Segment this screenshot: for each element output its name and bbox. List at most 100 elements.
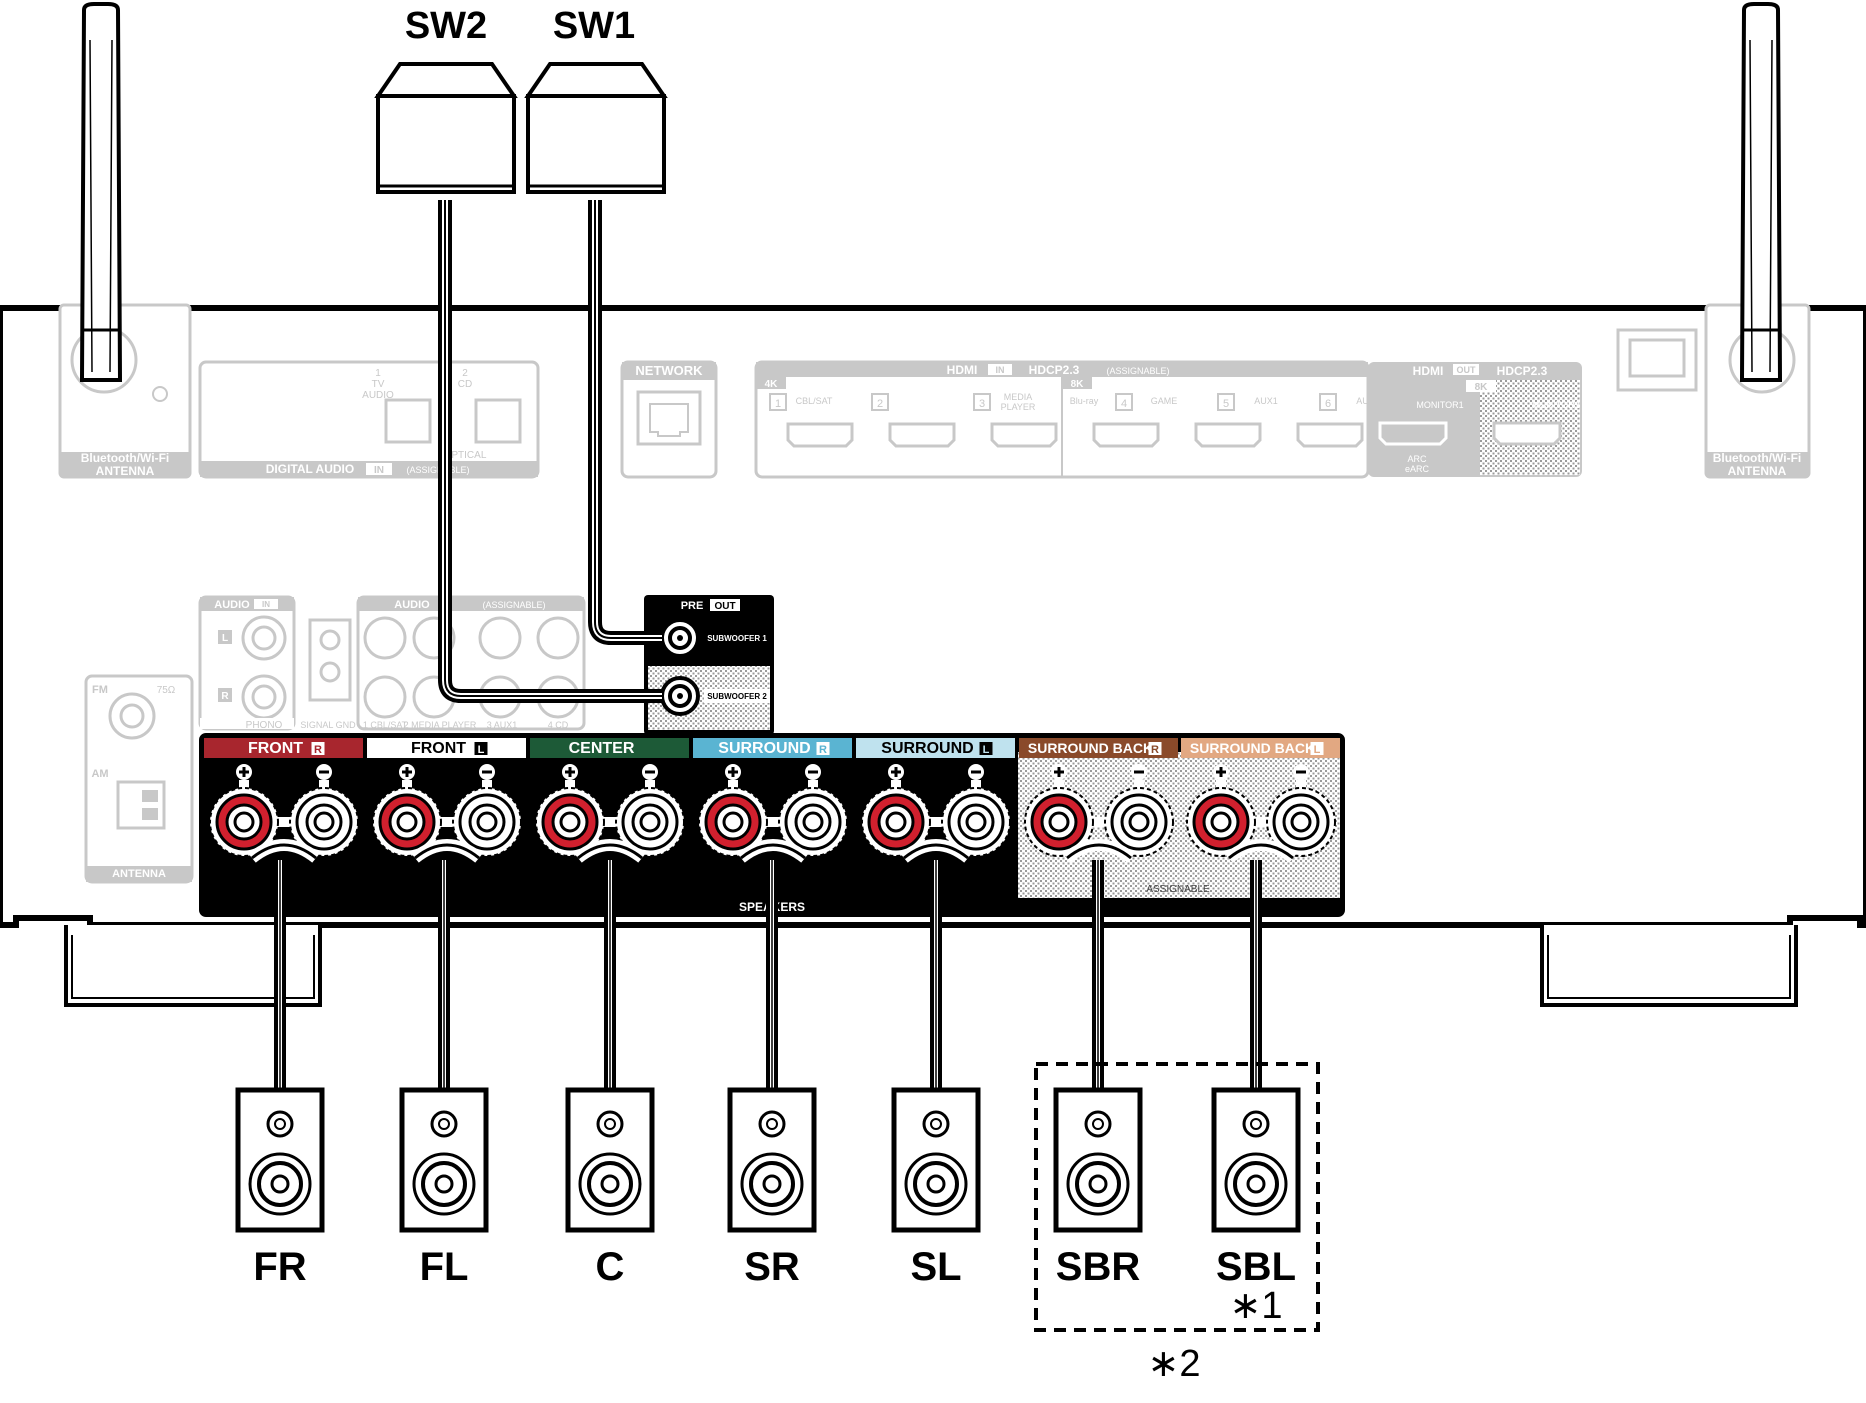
hdmi-out-monitor1: MONITOR1: [1416, 400, 1463, 410]
hdmi-in-port-num: 2: [877, 398, 883, 410]
hdmi-in-port: 1 CBL/SAT: [769, 393, 833, 411]
hdmi-out-panel: HDMI OUT HDCP2.3 8K MONITOR1 MONITOR2 AR…: [1368, 362, 1582, 477]
hdmi-in-port: 5 AUX1: [1217, 393, 1278, 411]
antenna-left: Bluetooth/Wi-Fi ANTENNA: [58, 2, 192, 479]
digital-audio-tv-label: TV: [372, 379, 385, 390]
subwoofer-sw1: SW1: [524, 5, 668, 194]
speaker-label-fl: FL: [420, 1245, 469, 1289]
hdmi-out-earc: eARC: [1405, 464, 1430, 474]
sw1-label: SW1: [553, 5, 635, 47]
hdmi-in-port-num: 3: [979, 398, 985, 410]
terminal-side: L: [1314, 744, 1321, 756]
terminal-label: SURROUND: [881, 740, 973, 757]
hdmi-out-monitor2: MONITOR2: [1532, 400, 1579, 410]
hdmi-in-connector: [1296, 422, 1364, 448]
subwoofer-cables: [438, 200, 662, 703]
speaker-cables: [274, 860, 1262, 1090]
hdmi-in-port-label: Blu-ray: [1070, 396, 1099, 406]
network-label: NETWORK: [635, 363, 703, 378]
terminal-center: CENTER: [530, 738, 689, 863]
audio-in-cblsat: 1 CBL/SAT: [363, 720, 408, 730]
hdmi-in-assignable: (ASSIGNABLE): [1106, 366, 1169, 376]
antenna-right-label-1: Bluetooth/Wi-Fi: [1713, 451, 1802, 465]
speaker-c: C: [565, 1087, 655, 1289]
pre-out-sub2: SUBWOOFER 2: [707, 692, 767, 701]
pre-out-out: OUT: [714, 601, 735, 612]
antenna-right: Bluetooth/Wi-Fi ANTENNA: [1616, 2, 1811, 479]
speaker-sr: SR: [727, 1087, 817, 1289]
hdmi-in-port-num: 4: [1121, 398, 1127, 410]
audio-in-r: R: [221, 691, 229, 702]
hdmi-in-port-label: PLAYER: [1001, 402, 1036, 412]
terminal-surround-l: SURROUND L: [856, 738, 1015, 863]
hdmi-in-hdcp: HDCP2.3: [1029, 363, 1080, 377]
note-1: ∗1: [1230, 1285, 1283, 1327]
audio-in-badge: IN: [262, 600, 270, 609]
network-port: NETWORK: [620, 360, 718, 479]
speaker-fr: FR: [235, 1087, 325, 1289]
hdmi-in-4k: 4K: [765, 379, 779, 390]
surround-back-group: [1034, 1062, 1320, 1332]
audio-in-aux1: 3 AUX1: [487, 720, 518, 730]
hdmi-out-badge: OUT: [1457, 365, 1477, 375]
speaker-sl: SL: [891, 1087, 981, 1289]
terminal-side: R: [314, 744, 322, 756]
subwoofer-sw2: SW2: [374, 5, 518, 194]
hdmi-in-port-label: MEDIA: [1004, 392, 1033, 402]
terminal-front-r: FRONT R: [204, 738, 363, 863]
hdmi-in-port: 2: [871, 393, 889, 411]
pre-out-panel: PRE OUT SUBWOOFER 1 SUBWOOFER 2: [644, 595, 774, 735]
hdmi-in-port-num: 1: [775, 398, 781, 410]
antenna-ohm: 75Ω: [157, 685, 176, 696]
audio-in-media-player: 2 MEDIA PLAYER: [404, 720, 477, 730]
antenna-right-label-2: ANTENNA: [1728, 464, 1787, 478]
digital-audio-tv-num: 1: [375, 368, 381, 379]
audio-in-signal-gnd: SIGNAL GND: [300, 720, 356, 730]
hdmi-in-title: HDMI: [947, 363, 978, 377]
digital-audio-panel: DIGITAL AUDIO IN (ASSIGNABLE) 1 TV AUDIO…: [198, 360, 540, 479]
hdmi-in-port-label: AUX1: [1254, 396, 1278, 406]
speaker-sbl: SBL: [1211, 1087, 1301, 1289]
digital-audio-in-badge: IN: [374, 465, 384, 476]
hdmi-in-connector: [888, 422, 956, 448]
audio-in-assignable: (ASSIGNABLE): [482, 600, 545, 610]
terminal-label: SURROUND BACK: [1190, 740, 1315, 756]
sw2-label: SW2: [405, 5, 487, 47]
antenna-fm: FM: [92, 684, 108, 696]
antenna-am: AM: [91, 768, 108, 780]
terminal-label: SURROUND BACK: [1028, 740, 1153, 756]
hdmi-in-port-label: GAME: [1151, 396, 1178, 406]
note-2: ∗2: [1148, 1343, 1201, 1385]
speaker-label-fr: FR: [253, 1245, 306, 1289]
terminal-side: L: [983, 744, 990, 756]
hdmi-in-port: Blu-ray: [1070, 396, 1099, 406]
audio-in-cd: 4 CD: [548, 720, 569, 730]
terminal-side: L: [478, 744, 485, 756]
terminal-label: FRONT: [248, 740, 303, 757]
speaker-label-sr: SR: [744, 1245, 800, 1289]
speaker-label-sbr: SBR: [1056, 1245, 1141, 1289]
speaker-sbr: SBR: [1053, 1087, 1143, 1289]
audio-in-l: L: [222, 633, 228, 644]
hdmi-in-connector: [1092, 422, 1160, 448]
hdmi-in-connector: [990, 422, 1058, 448]
audio-in-phono: PHONO: [246, 720, 283, 731]
hdmi-in-port-num: 6: [1325, 398, 1331, 410]
audio-in-label: AUDIO: [214, 599, 250, 611]
hdmi-in-8k: 8K: [1071, 379, 1085, 390]
hdmi-out-hdcp: HDCP2.3: [1497, 364, 1548, 378]
hdmi-in-port-num: 5: [1223, 398, 1229, 410]
terminal-side: R: [1151, 744, 1159, 756]
terminal-side: R: [819, 744, 827, 756]
speaker-terminal-strip: SPEAKERS ASSIGNABLE FRONTRFRONTLCENTERSU…: [199, 733, 1345, 917]
hdmi-in-port-label: CBL/SAT: [796, 396, 833, 406]
hdmi-in-connector: [786, 422, 854, 448]
